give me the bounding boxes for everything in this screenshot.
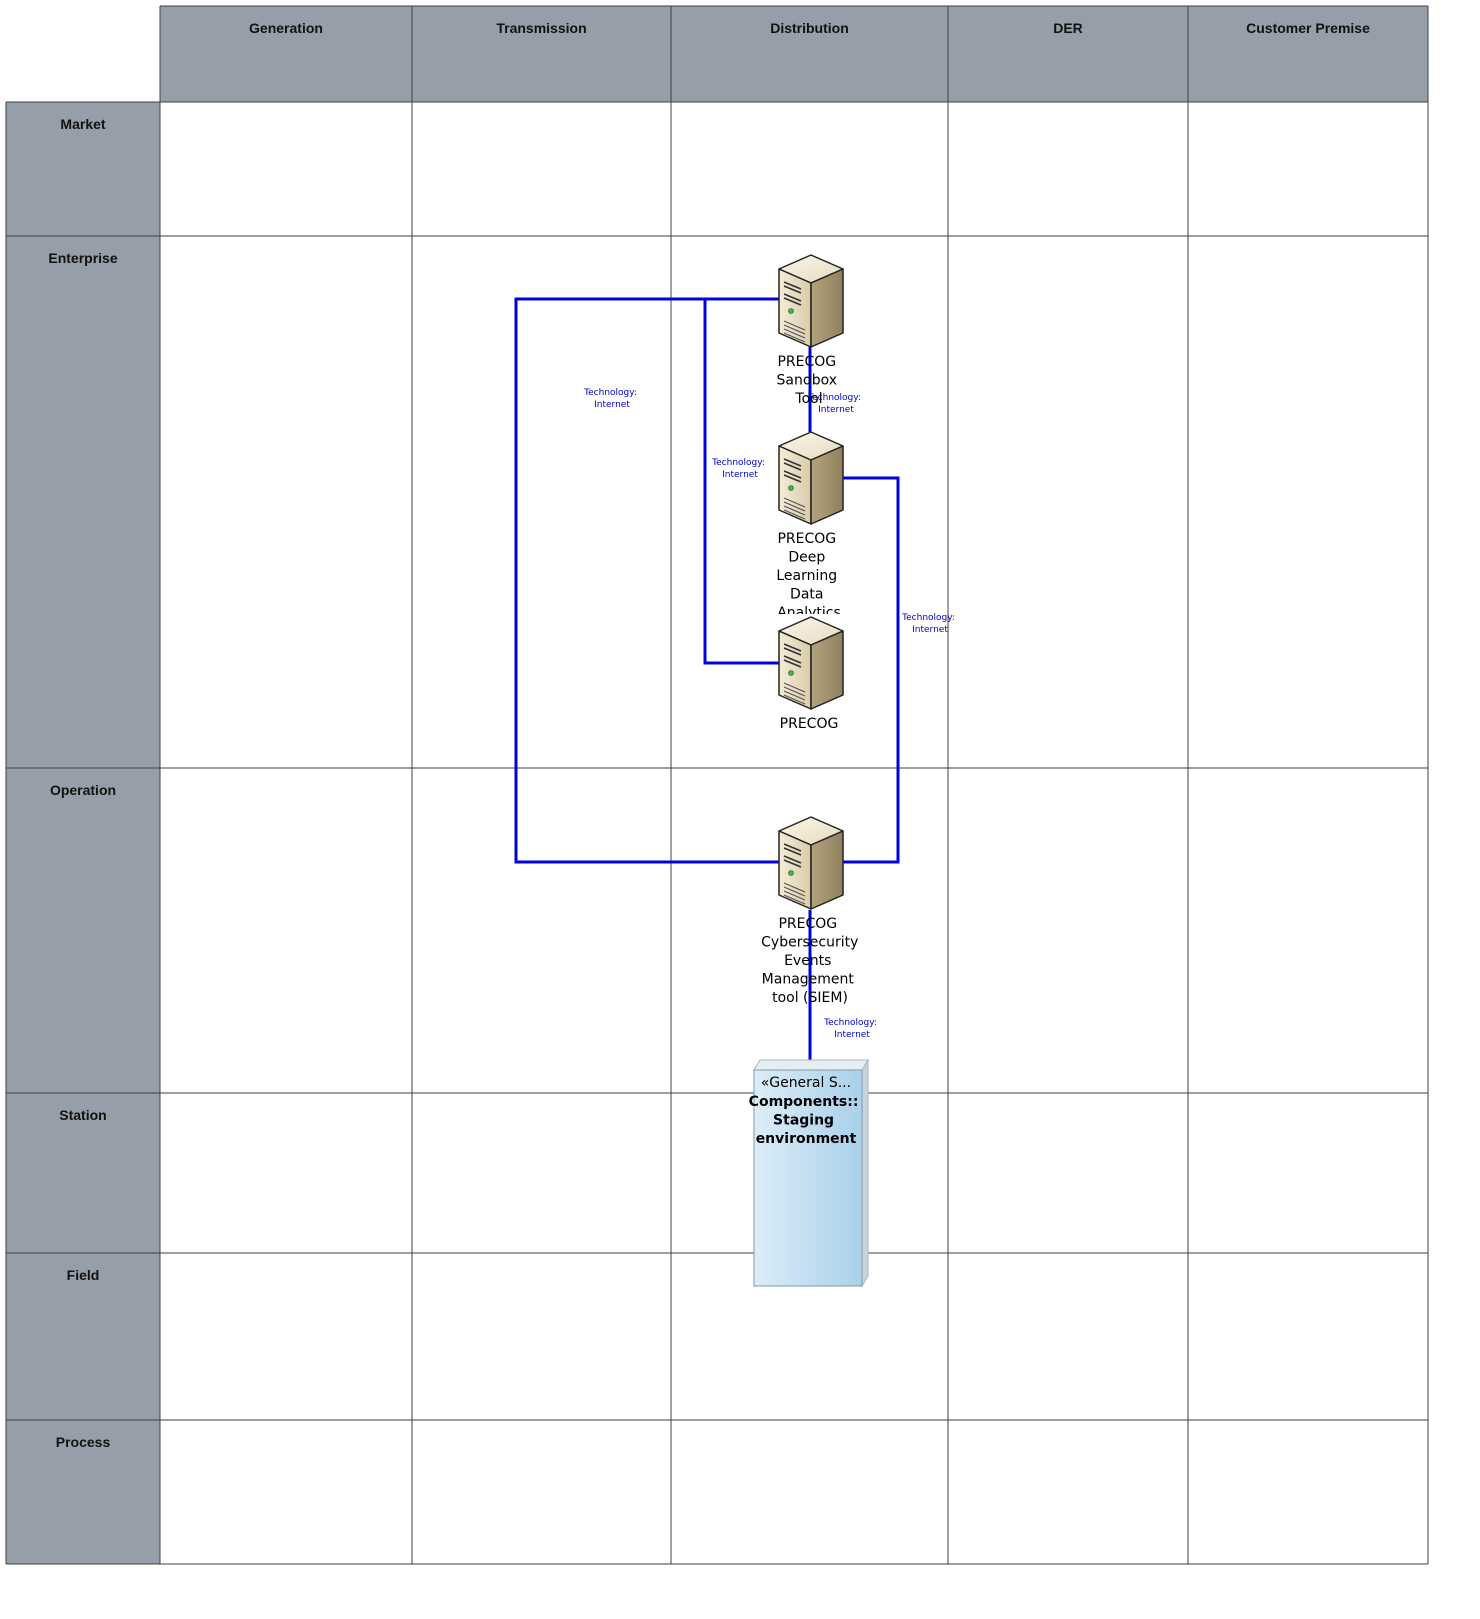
connector-label-deep-learning-siem: Technology: Internet [901,613,958,635]
domain-header-label: Transmission [496,20,586,36]
zone-label: Market [60,116,105,132]
connector-label-line: Technology: [583,388,637,398]
node-label: PRECOG Cybersecurity Events Management t… [761,916,863,1006]
zone-label-column [6,102,160,1564]
connector-label-line: Technology: [711,458,765,468]
node-label-line: PRECOG [778,916,837,932]
connector-label-siem-staging: Technology: Internet [823,1018,880,1040]
connector-label-line: Internet [834,1030,870,1040]
domain-header-label: Distribution [770,20,849,36]
node-label: PRECOG Sandbox Tool [777,354,842,407]
node-label-line: Management [762,972,855,988]
node-label: PRECOG [780,716,839,732]
connector-label-line: Internet [594,400,630,410]
component-body [753,1069,863,1287]
connector-label-line: Technology: [807,393,861,403]
zone-label: Operation [50,782,116,798]
component-name-line: Staging [773,1113,834,1129]
connector-label-line: Internet [722,470,758,480]
connector-outer-loop[interactable] [514,297,781,864]
node-label-line: Tool [794,391,822,407]
connector-label-line: Technology: [823,1018,877,1028]
connector-deep-learning-siem[interactable] [842,476,900,864]
node-precog-siem[interactable]: PRECOG Cybersecurity Events Management t… [761,816,863,1006]
zone-label: Enterprise [48,250,117,266]
zone-label: Process [56,1434,111,1450]
component-staging-environment[interactable]: «General S... Components:: Staging envir… [749,1058,869,1288]
connector-label-line: Technology: [901,613,955,623]
node-label-line: tool (SIEM) [772,990,848,1006]
node-label-line: Sandbox [777,373,838,389]
node-precog-sandbox-tool[interactable]: PRECOG Sandbox Tool [777,254,844,407]
connector-label-line: Internet [818,405,854,415]
connector-label-sandbox-precog: Technology: Internet [711,458,768,480]
domain-header-label: Customer Premise [1246,20,1370,36]
node-label-line: Events [784,953,831,969]
connector-label-sandbox-deep-learning: Technology: Internet [807,393,864,415]
component-name-line: Components:: [749,1094,859,1110]
connector-label-line: Internet [912,625,948,635]
node-label-line: PRECOG [780,716,839,732]
nodes: PRECOG Sandbox Tool PRECOG Deep Learning… [749,254,869,1288]
component-name-line: environment [756,1131,857,1147]
server-icon [778,431,844,525]
component-top-face [753,1059,869,1071]
node-precog[interactable]: PRECOG [778,616,844,732]
domain-header-label: DER [1053,20,1083,36]
swimlane-grid: Generation Transmission Distribution DER Cus… [5,5,1429,1565]
connector-label-outer-loop: Technology: Internet [583,388,640,410]
domain-header-band [160,6,1428,102]
node-label-line: Learning [776,568,837,584]
node-label-line: PRECOG [777,354,836,370]
server-icon [778,616,844,710]
component-name: Components:: Staging environment [749,1094,864,1147]
node-label-line: Data [790,587,823,603]
component-stereotype: «General S... [761,1075,851,1091]
node-label-line: Cybersecurity [761,935,858,951]
connectors: Technology: Internet Technology: Interne… [514,297,958,1060]
zone-label: Station [59,1107,106,1123]
server-icon [778,254,844,348]
connector-sandbox-precog[interactable] [703,299,781,665]
node-label: PRECOG Deep Learning Data Analytics [776,531,841,621]
server-icon [778,816,844,910]
node-label-line: Deep [788,550,825,566]
zone-label: Field [67,1267,100,1283]
node-label-line: PRECOG [777,531,836,547]
domain-header-label: Generation [249,20,323,36]
